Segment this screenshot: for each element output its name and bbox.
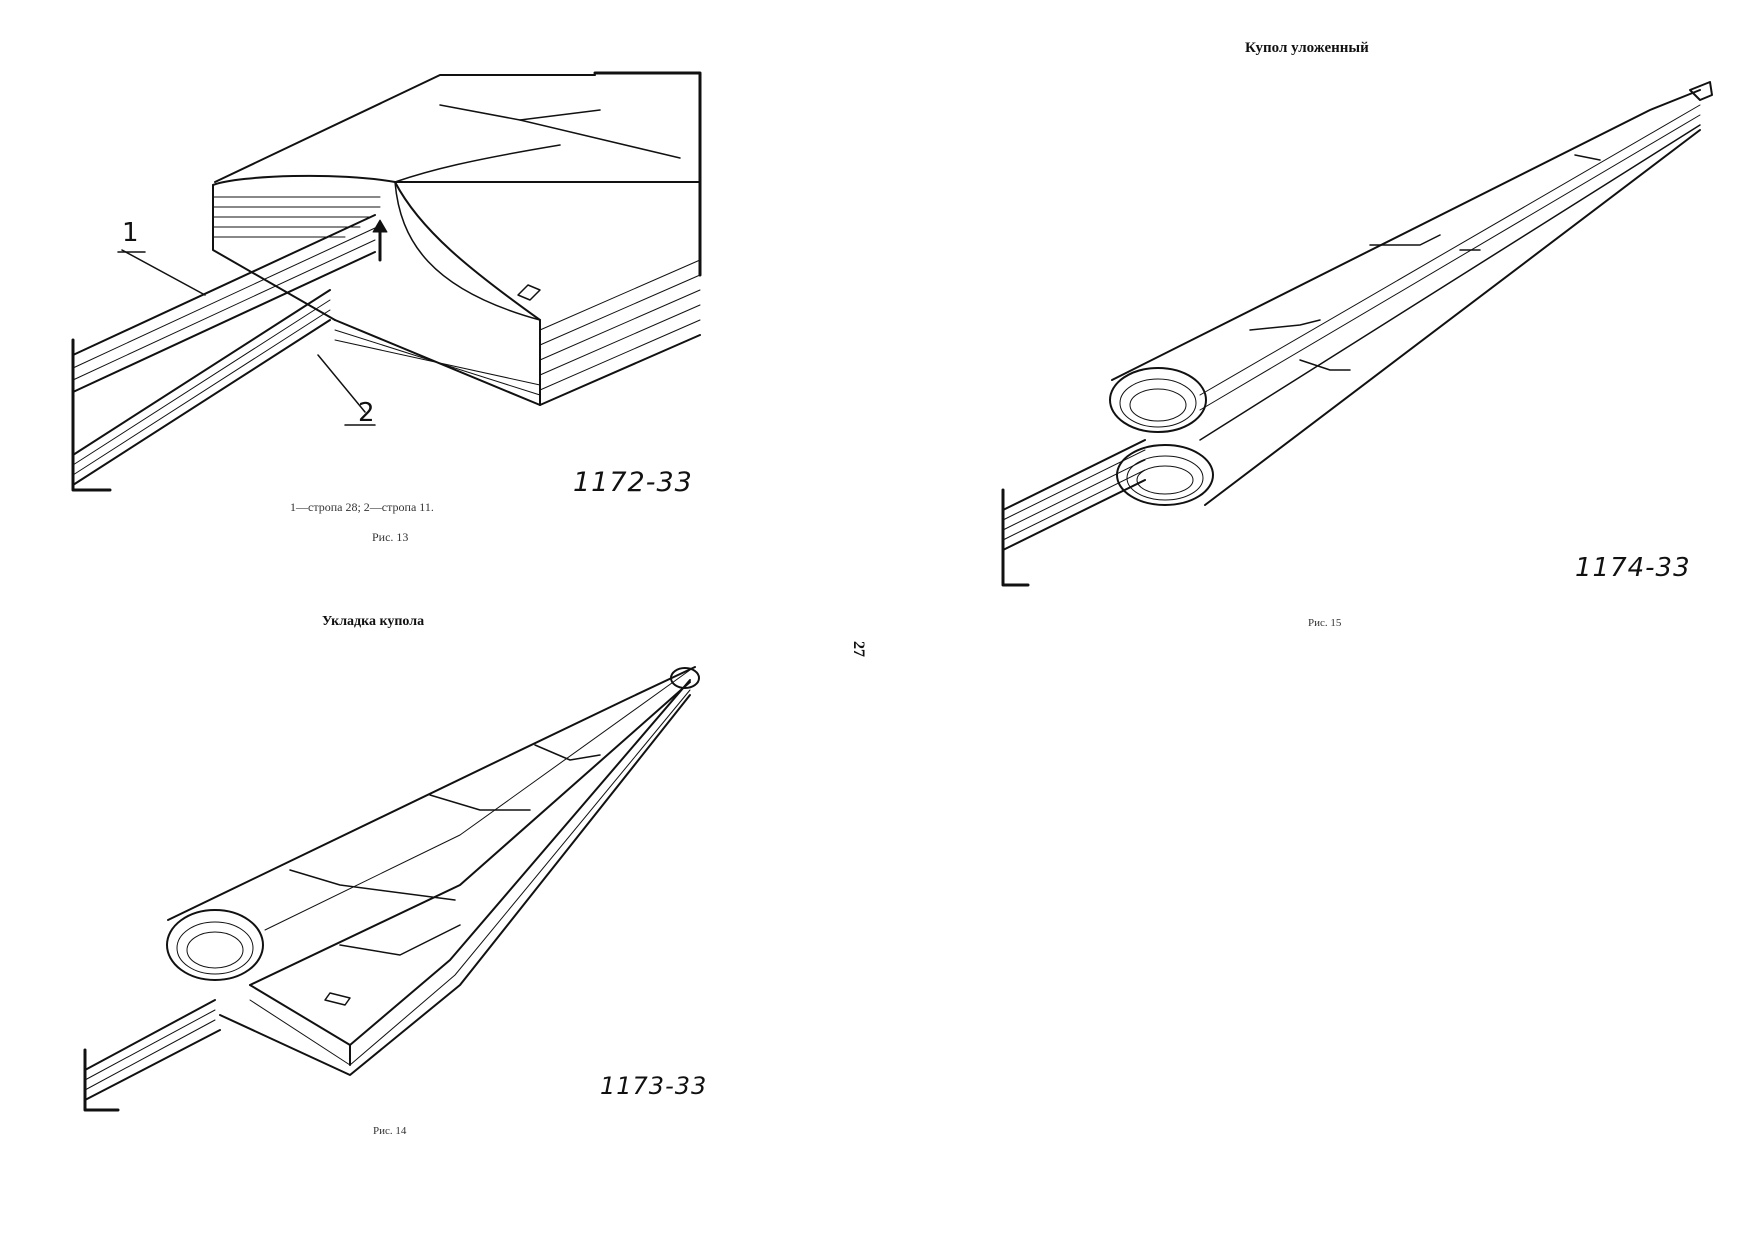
callout-2-label: 2 [358,398,375,428]
figure-14-title: Укладка купола [322,614,425,629]
figure-15-caption: Рис. 15 [1308,617,1342,629]
figure-13-legend: 1—стропа 28; 2—стропа 11. [290,500,434,514]
callout-1-label: 1 [122,218,139,248]
figure-14-code: 1173-33 [600,1072,708,1100]
figure-15-code: 1174-33 [1575,553,1691,583]
figure-14-caption: Рис. 14 [373,1125,407,1137]
figure-13-code: 1172-33 [573,467,693,498]
figure-15-title: Купол уложенный [1245,40,1369,56]
figure-13-caption: Рис. 13 [372,530,409,544]
